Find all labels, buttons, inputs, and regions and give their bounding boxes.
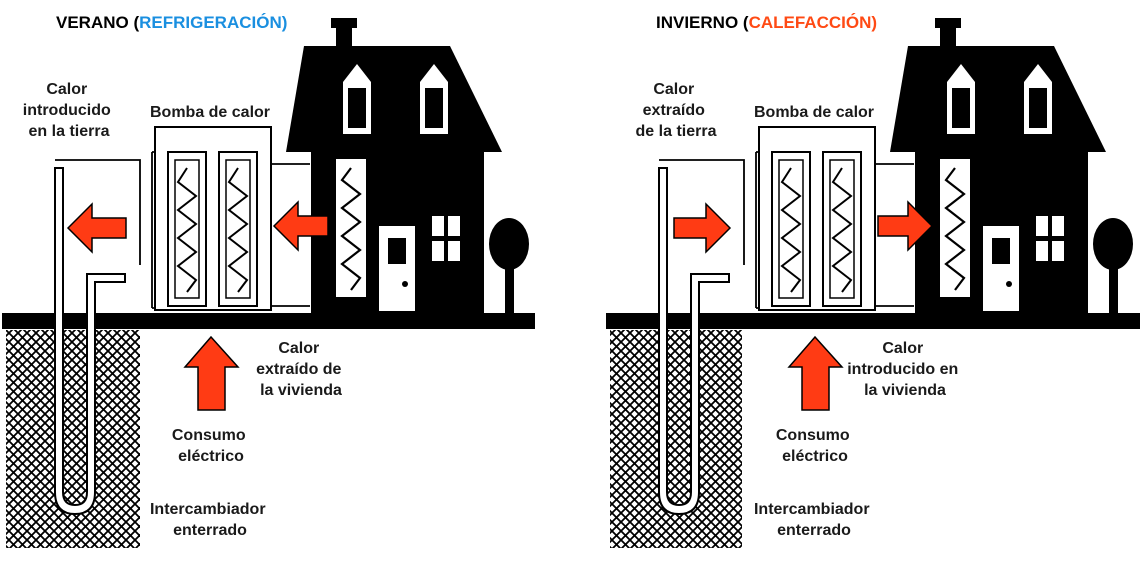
ground-heat-arrow	[66, 202, 127, 254]
house-window	[432, 216, 460, 261]
chimney	[940, 26, 956, 50]
dormer-window-pane	[348, 88, 366, 128]
house-heat-arrow	[877, 200, 934, 252]
indoor-coil-zigzag	[340, 167, 362, 291]
house-heat-label: Calor introducido en la vivienda	[847, 340, 963, 399]
house-roof	[890, 46, 1106, 152]
summer-title: VERANO (REFRIGERACIÓN)	[56, 13, 287, 32]
door-knob	[402, 281, 408, 287]
ground-surface-line	[606, 313, 1140, 329]
dormer-window-pane	[952, 88, 970, 128]
heat-pump-label: Bomba de calor	[754, 104, 874, 121]
heat-pump-coil	[218, 151, 258, 307]
house-heat-arrow	[272, 200, 329, 252]
tree	[489, 218, 529, 316]
house	[286, 18, 502, 316]
door-window	[388, 238, 406, 264]
winter-title-accent: CALEFACCIÓN	[749, 13, 872, 32]
ground-surface-line	[2, 313, 535, 329]
house-roof	[286, 46, 502, 152]
buried-u-tube	[658, 167, 730, 516]
buried-exchanger-label: Intercambiador enterrado	[150, 501, 270, 539]
power-consumption-label: Consumo eléctrico	[172, 427, 250, 465]
indoor-coil-zigzag	[944, 167, 966, 291]
winter-panel: INVIERNO (CALEFACCIÓN)	[606, 13, 1140, 548]
chimney	[336, 26, 352, 50]
house	[890, 18, 1106, 316]
summer-title-accent: REFRIGERACIÓN	[139, 13, 282, 32]
door-window	[992, 238, 1010, 264]
heat-pump-coil	[167, 151, 207, 307]
ground-heat-arrow	[673, 202, 732, 254]
ground-hatch	[610, 330, 742, 548]
heat-pump-label: Bomba de calor	[150, 104, 270, 121]
power-consumption-label: Consumo eléctrico	[776, 427, 854, 465]
ground-heat-label: Calor extraído de la tierra	[636, 81, 717, 140]
ground-heat-label: Calor introducido en la tierra	[23, 81, 115, 140]
buried-exchanger-label: Intercambiador enterrado	[754, 501, 874, 539]
buried-u-tube	[54, 167, 126, 516]
heat-pump-coil	[771, 151, 811, 307]
heat-pump-coil	[822, 151, 862, 307]
power-arrow	[183, 335, 240, 411]
chimney	[935, 18, 961, 28]
house-heat-label: Calor extraído de la vivienda	[256, 340, 346, 399]
dormer-window-pane	[1029, 88, 1047, 128]
winter-title: INVIERNO (CALEFACCIÓN)	[656, 13, 877, 32]
tree	[1093, 218, 1133, 316]
dormer-window-pane	[425, 88, 443, 128]
summer-panel: VERANO (REFRIGERACIÓN)	[2, 13, 535, 548]
power-arrow	[787, 335, 844, 411]
house-window	[1036, 216, 1064, 261]
chimney	[331, 18, 357, 28]
door-knob	[1006, 281, 1012, 287]
ground-hatch	[6, 330, 140, 548]
